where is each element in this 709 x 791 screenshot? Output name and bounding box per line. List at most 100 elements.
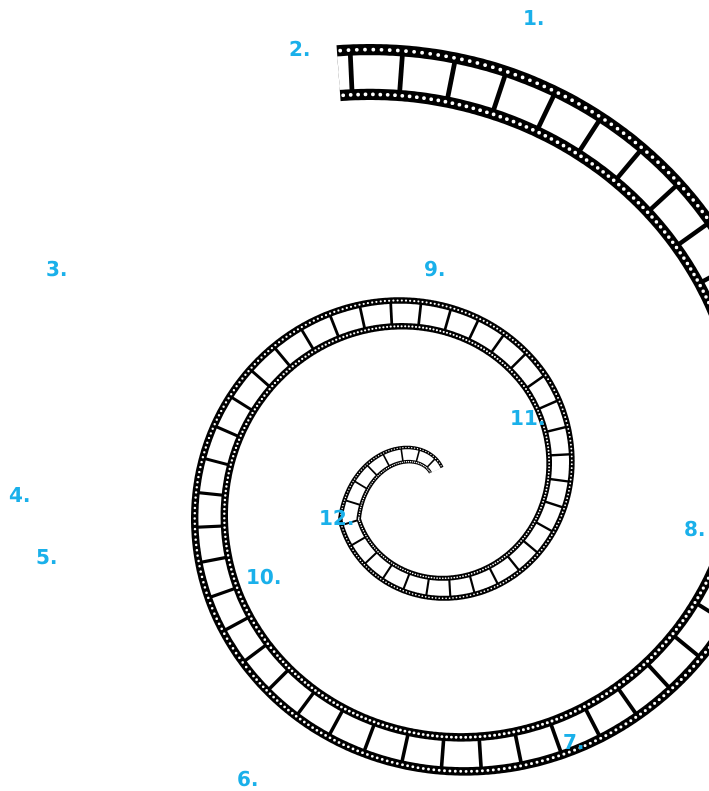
sprocket-hole	[550, 137, 554, 141]
sprocket-hole	[227, 477, 229, 479]
sprocket-hole	[227, 397, 229, 399]
sprocket-hole	[614, 728, 617, 731]
sprocket-hole	[523, 385, 525, 387]
sprocket-hole	[657, 648, 660, 651]
sprocket-hole	[304, 681, 307, 684]
sprocket-hole	[535, 81, 539, 85]
sprocket-hole	[370, 484, 371, 485]
sprocket-hole	[375, 478, 376, 479]
sprocket-hole	[352, 712, 355, 715]
sprocket-hole	[212, 428, 214, 430]
sprocket-hole	[470, 594, 472, 596]
sprocket-hole	[688, 669, 691, 672]
sprocket-hole	[223, 522, 225, 524]
sprocket-hole	[571, 455, 573, 457]
sprocket-hole	[449, 597, 451, 599]
sprocket-hole	[356, 714, 359, 717]
sprocket-hole	[545, 374, 547, 376]
sprocket-hole	[557, 397, 559, 399]
sprocket-hole	[617, 183, 621, 187]
sprocket-hole	[445, 736, 448, 739]
sprocket-hole	[614, 686, 617, 689]
sprocket-hole	[387, 559, 389, 561]
sprocket-hole	[451, 577, 453, 579]
sprocket-hole	[485, 567, 487, 569]
sprocket-hole	[197, 560, 199, 562]
sprocket-hole	[368, 329, 370, 331]
sprocket-hole	[420, 575, 422, 577]
sprocket-hole	[634, 670, 637, 673]
sprocket-hole	[198, 471, 200, 473]
sprocket-hole	[416, 462, 417, 463]
sprocket-hole	[560, 515, 562, 517]
sprocket-hole	[404, 730, 407, 733]
sprocket-hole	[375, 574, 377, 576]
sprocket-hole	[474, 735, 477, 738]
sprocket-hole	[289, 333, 291, 335]
sprocket-hole	[223, 503, 225, 505]
sprocket-hole	[224, 531, 226, 533]
sprocket-hole	[343, 502, 344, 503]
film-frame-divider	[350, 54, 352, 91]
sprocket-hole	[699, 591, 702, 594]
sprocket-hole	[339, 337, 341, 339]
sprocket-hole	[361, 469, 362, 470]
sprocket-hole	[556, 525, 558, 527]
sprocket-hole	[604, 734, 607, 737]
sprocket-hole	[559, 518, 561, 520]
sprocket-hole	[562, 144, 566, 148]
sprocket-hole	[465, 312, 467, 314]
sprocket-hole	[427, 734, 430, 737]
sprocket-hole	[268, 388, 270, 390]
sprocket-hole	[462, 575, 464, 577]
sprocket-hole	[420, 449, 421, 450]
sprocket-hole	[230, 393, 232, 395]
sprocket-hole	[551, 720, 554, 723]
sprocket-hole	[418, 326, 420, 328]
sprocket-hole	[285, 336, 287, 338]
sprocket-hole	[380, 300, 382, 302]
sprocket-hole	[465, 770, 468, 773]
sprocket-hole	[301, 326, 303, 328]
sprocket-hole	[277, 379, 279, 381]
sprocket-hole	[398, 463, 399, 464]
sprocket-hole	[258, 401, 260, 403]
sprocket-hole	[364, 532, 366, 534]
sprocket-hole	[589, 742, 592, 745]
sprocket-hole	[208, 437, 210, 439]
sprocket-hole	[516, 544, 518, 546]
sprocket-hole	[461, 310, 463, 312]
step-label-5: 5.	[36, 545, 58, 569]
sprocket-hole	[671, 241, 674, 244]
sprocket-hole	[436, 329, 438, 331]
sprocket-hole	[610, 123, 614, 127]
sprocket-hole	[337, 309, 339, 311]
sprocket-hole	[681, 619, 684, 622]
sprocket-hole	[695, 278, 698, 281]
sprocket-hole	[357, 474, 358, 475]
sprocket-hole	[381, 472, 382, 473]
sprocket-hole	[550, 88, 554, 92]
sprocket-hole	[342, 308, 344, 310]
sprocket-hole	[638, 667, 641, 670]
sprocket-hole	[528, 78, 532, 82]
sprocket-hole	[360, 559, 362, 561]
sprocket-hole	[436, 53, 440, 57]
sprocket-hole	[450, 736, 453, 739]
sprocket-hole	[394, 464, 395, 465]
sprocket-hole	[425, 451, 426, 452]
sprocket-hole	[200, 461, 202, 463]
sprocket-hole	[557, 754, 560, 757]
sprocket-hole	[562, 511, 564, 513]
sprocket-hole	[497, 561, 499, 563]
sprocket-hole	[524, 536, 526, 538]
sprocket-hole	[328, 342, 330, 344]
sprocket-hole	[220, 410, 222, 412]
sprocket-hole	[249, 670, 252, 673]
sprocket-hole	[380, 48, 384, 52]
sprocket-hole	[228, 559, 230, 561]
sprocket-hole	[471, 342, 473, 344]
sprocket-hole	[259, 682, 262, 685]
sprocket-hole	[645, 150, 649, 154]
sprocket-hole	[497, 768, 500, 771]
